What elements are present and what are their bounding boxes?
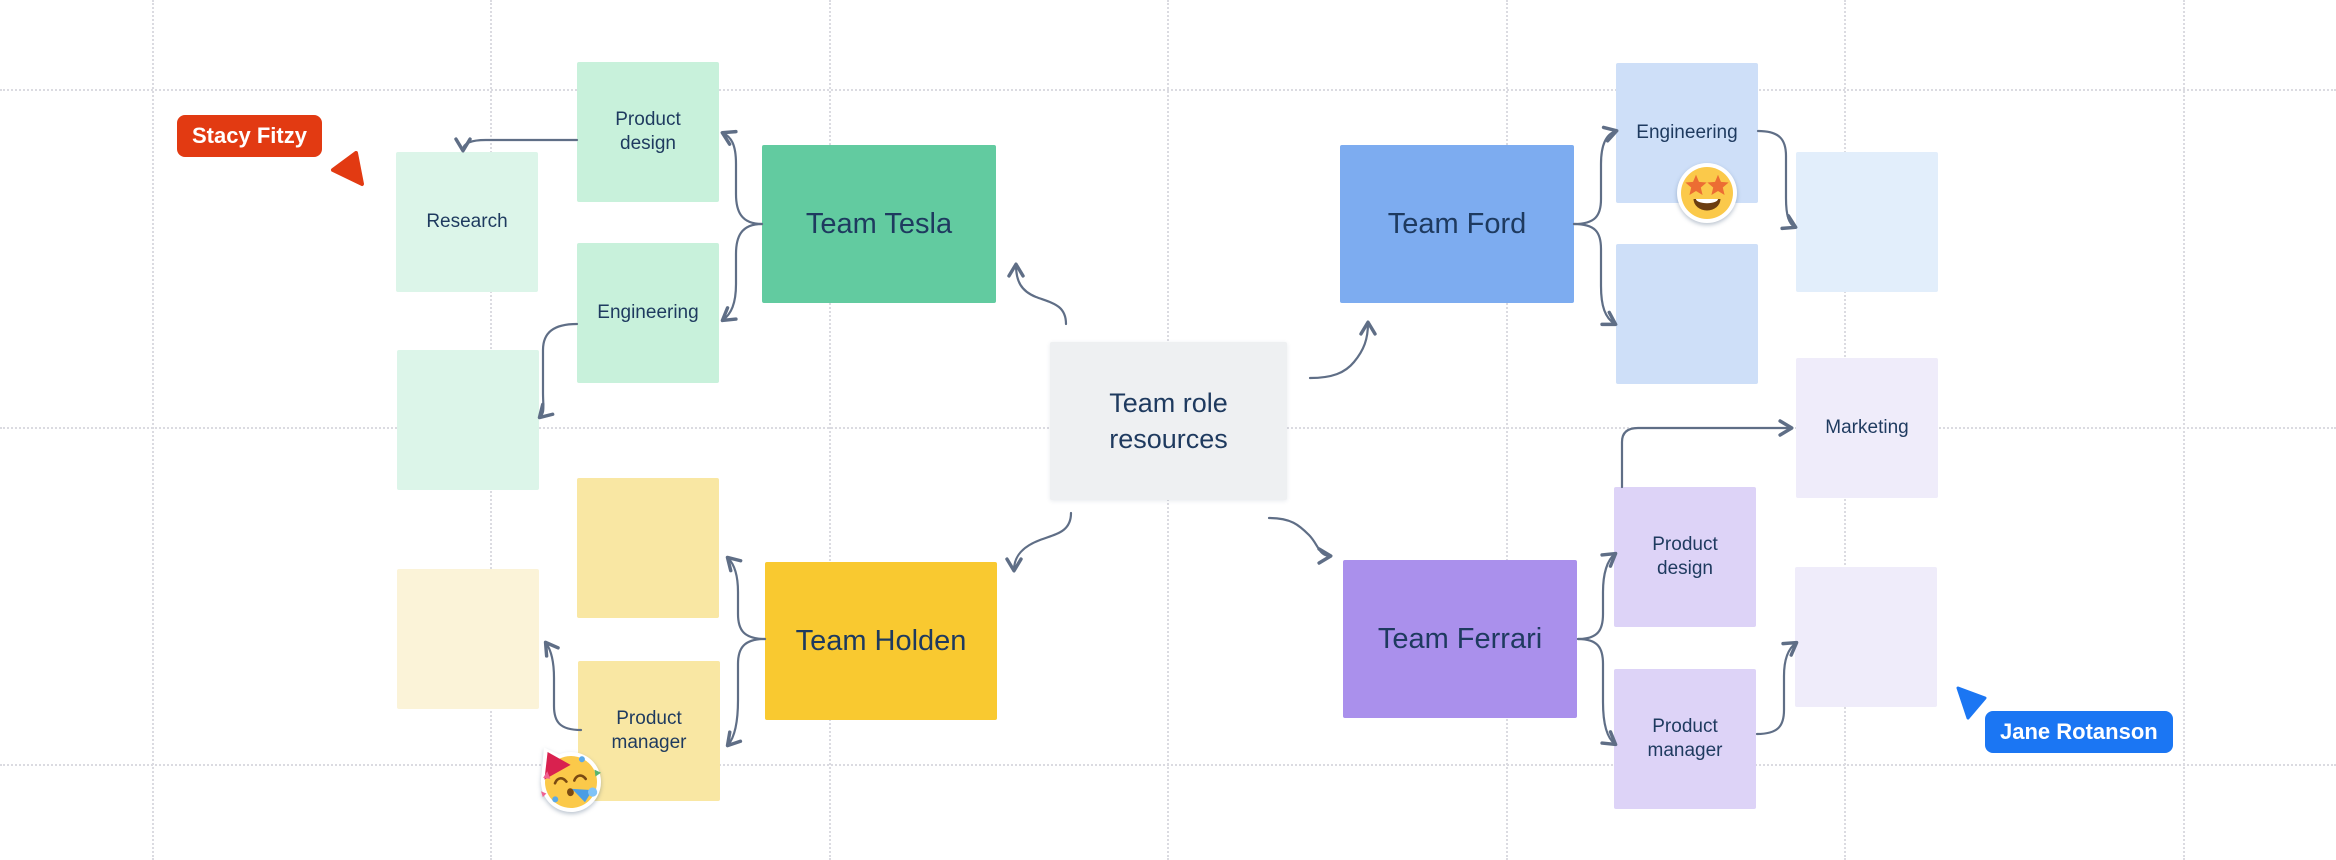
grid-line-vertical xyxy=(829,0,831,860)
grid-line-vertical xyxy=(2183,0,2185,860)
connector-holden-to-upper-empty[interactable] xyxy=(725,555,767,641)
sticky-research[interactable]: Research xyxy=(396,152,538,292)
connector-holden-to-product-manager[interactable] xyxy=(725,637,767,748)
jane-cursor-icon xyxy=(1956,686,1987,720)
connector-ford-engineering-to-pale[interactable] xyxy=(1756,129,1798,231)
team-node-ferrari[interactable]: Team Ferrari xyxy=(1343,560,1577,718)
sticky-marketing-label: Marketing xyxy=(1825,416,1909,438)
connector-product-design-to-research[interactable] xyxy=(454,137,579,153)
sticky-tesla-product-design[interactable]: Product design xyxy=(577,62,719,202)
sticky-holden-cream-empty[interactable] xyxy=(397,569,539,709)
sticky-tesla-engineering-label: Engineering xyxy=(597,301,699,323)
grid-line-vertical xyxy=(152,0,154,860)
grid-line-horizontal xyxy=(0,764,2336,766)
sticky-marketing[interactable]: Marketing xyxy=(1796,358,1938,498)
grid-line-horizontal xyxy=(0,89,2336,91)
sticky-ferrari-product-design[interactable]: Product design xyxy=(1614,487,1756,627)
sticky-holden-product-manager[interactable]: Product manager xyxy=(578,661,720,801)
connector-center-to-ford[interactable] xyxy=(1308,320,1377,380)
sticky-ferrari-pale-empty[interactable] xyxy=(1795,567,1937,707)
grid-line-vertical xyxy=(1506,0,1508,860)
team-tesla-label: Team Tesla xyxy=(805,207,953,240)
connector-tesla-to-product-design[interactable] xyxy=(720,129,764,226)
team-node-ford[interactable]: Team Ford xyxy=(1340,145,1574,303)
stacy-cursor-icon xyxy=(331,151,364,186)
sticky-ford-pale-empty[interactable] xyxy=(1796,152,1938,292)
team-holden-label: Team Holden xyxy=(795,624,967,657)
sticky-mint-empty[interactable] xyxy=(397,350,539,490)
jane-cursor-name: Jane Rotanson xyxy=(2000,719,2158,744)
sticky-holden-empty[interactable] xyxy=(577,478,719,618)
connector-tesla-to-engineering[interactable] xyxy=(720,222,764,323)
center-node-team-role-resources[interactable]: Team role resources xyxy=(1050,342,1287,500)
sticky-ford-empty[interactable] xyxy=(1616,244,1758,384)
sticky-holden-product-manager-label: Product manager xyxy=(611,707,687,753)
partying-face-emoji-sticker[interactable] xyxy=(531,742,611,822)
stacy-cursor-label: Stacy Fitzy xyxy=(177,115,322,157)
sticky-ferrari-product-manager[interactable]: Product manager xyxy=(1614,669,1756,809)
center-node-label: Team role resources xyxy=(1109,387,1228,454)
team-node-holden[interactable]: Team Holden xyxy=(765,562,997,720)
connector-product-design-to-marketing[interactable] xyxy=(1620,419,1794,489)
sticky-tesla-engineering[interactable]: Engineering xyxy=(577,243,719,383)
connector-engineering-to-mint-empty[interactable] xyxy=(537,322,579,420)
connector-ferrari-to-product-manager[interactable] xyxy=(1576,637,1618,747)
connector-ford-to-engineering[interactable] xyxy=(1572,125,1619,226)
team-node-tesla[interactable]: Team Tesla xyxy=(762,145,996,303)
connector-center-to-tesla[interactable] xyxy=(1007,262,1068,326)
team-ferrari-label: Team Ferrari xyxy=(1377,622,1543,655)
sticky-ferrari-product-manager-label: Product manager xyxy=(1647,715,1723,761)
team-ford-label: Team Ford xyxy=(1387,207,1527,240)
connector-center-to-holden[interactable] xyxy=(1005,511,1073,573)
sticky-ferrari-product-design-label: Product design xyxy=(1652,533,1718,579)
sticky-ford-engineering-label: Engineering xyxy=(1636,121,1738,143)
connector-ferrari-to-product-design[interactable] xyxy=(1576,551,1618,641)
connector-product-manager-to-cream[interactable] xyxy=(543,640,583,732)
sticky-tesla-product-design-label: Product design xyxy=(615,108,681,154)
star-struck-emoji-sticker[interactable] xyxy=(1669,155,1745,231)
connector-product-manager-to-pale[interactable] xyxy=(1755,640,1799,736)
sticky-research-label: Research xyxy=(426,210,508,232)
jane-cursor-label: Jane Rotanson xyxy=(1985,711,2173,753)
connector-center-to-ferrari[interactable] xyxy=(1267,516,1333,565)
stacy-cursor-name: Stacy Fitzy xyxy=(192,123,307,148)
connector-ford-to-empty[interactable] xyxy=(1572,222,1618,327)
